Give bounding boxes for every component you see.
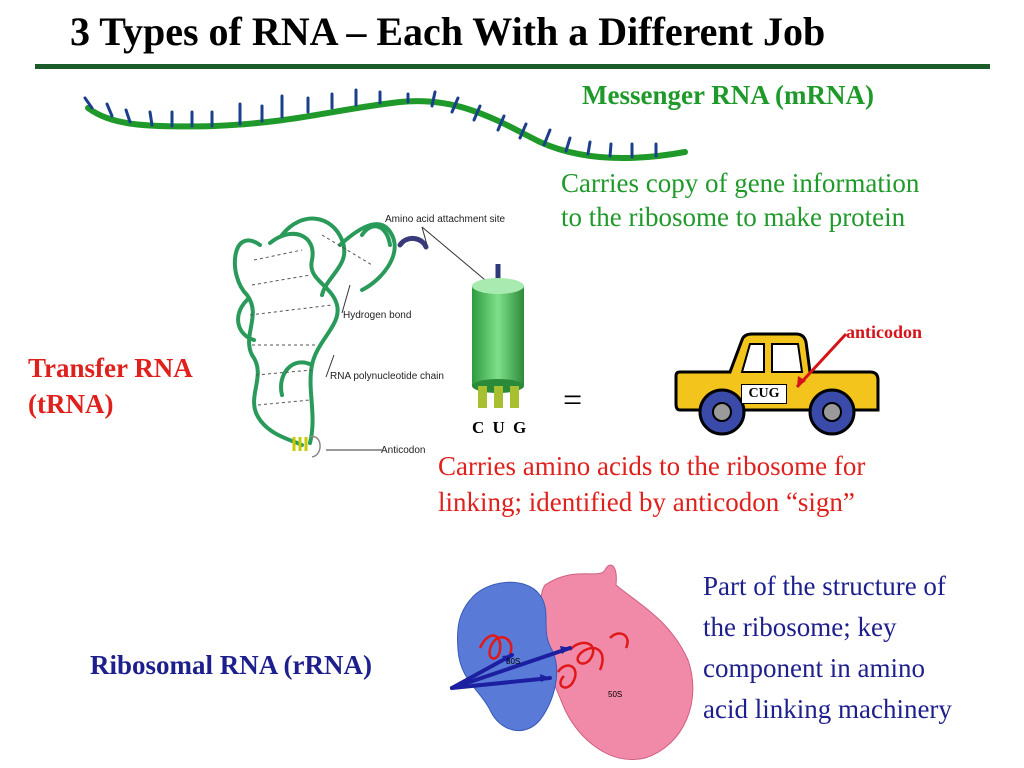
trna-structure-illustration [233, 216, 498, 458]
mrna-strand-illustration [83, 88, 688, 161]
trna-desc-line2: linking; identified by anticodon “sign” [438, 487, 855, 517]
rrna-label: Ribosomal RNA (rRNA) [90, 650, 372, 680]
callout-anticodon: Anticodon [381, 445, 426, 456]
mrna-description: Carries copy of gene information to the … [561, 166, 919, 234]
slide-title: 3 Types of RNA – Each With a Different J… [70, 9, 826, 54]
mrna-desc-line1: Carries copy of gene information [561, 168, 920, 198]
trna-description: Carries amino acids to the ribosome for … [438, 448, 865, 520]
callout-attachment-site: Amino acid attachment site [385, 214, 506, 225]
rrna-description: Part of the structure of the ribosome; k… [703, 566, 952, 730]
trna-label-line2: (tRNA) [28, 389, 114, 419]
cylinder-anticodon-code: C U G [472, 418, 529, 437]
ribosome-illustration: 30S 50S [450, 564, 694, 760]
rrna-desc-line2: the ribosome; key [703, 612, 897, 642]
callout-polynucleotide-chain: RNA polynucleotide chain [330, 371, 444, 382]
callout-hydrogen-bond: Hydrogen bond [343, 310, 412, 321]
mrna-desc-line2: to the ribosome to make protein [561, 202, 906, 232]
anticodon-label: anticodon [846, 322, 923, 342]
subunit-50s-label: 50S [608, 690, 622, 699]
trna-desc-line1: Carries amino acids to the ribosome for [438, 451, 866, 481]
subunit-30s-label: 30S [506, 657, 520, 666]
rrna-desc-line3: component in amino [703, 653, 925, 683]
trna-cylinder-model [472, 264, 524, 408]
mrna-label: Messenger RNA (mRNA) [582, 80, 874, 110]
equals-sign: = [563, 382, 583, 419]
trna-label-line1: Transfer RNA [28, 353, 193, 383]
rrna-desc-line1: Part of the structure of [703, 571, 946, 601]
title-underline [35, 64, 990, 69]
truck-illustration [674, 332, 880, 436]
truck-anticodon-sign: CUG [741, 384, 787, 404]
rrna-desc-line4: acid linking machinery [703, 694, 952, 724]
trna-label: Transfer RNA (tRNA) [28, 350, 193, 422]
